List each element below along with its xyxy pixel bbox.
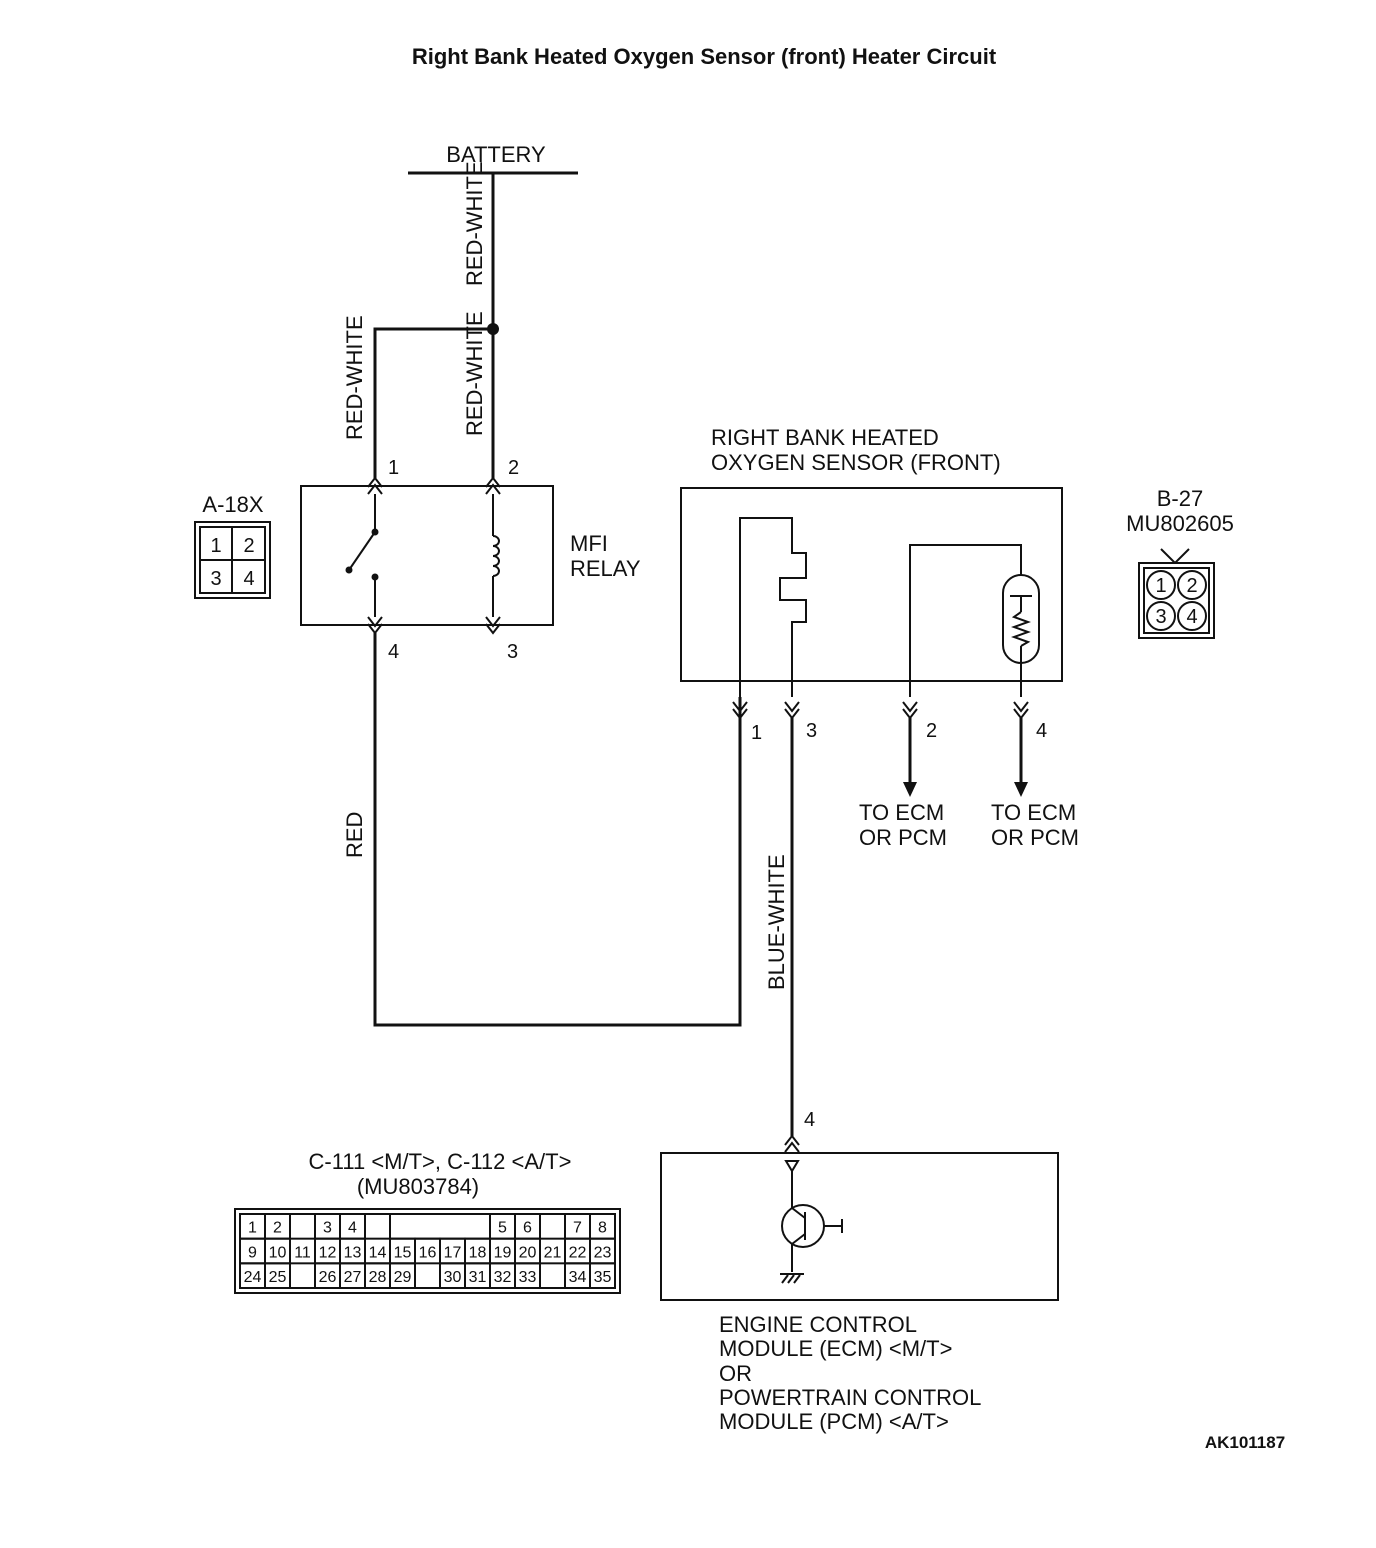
a18x-cell-3: 3	[210, 568, 221, 590]
c111-cell-label: 18	[469, 1244, 487, 1261]
ecm-name-line4: POWERTRAIN CONTROL	[719, 1385, 981, 1410]
c111-cell-label: 24	[244, 1269, 262, 1286]
c111-cell-label: 23	[594, 1244, 612, 1261]
sensor-pin-2: 2	[926, 720, 937, 742]
c111-cell-label: 20	[519, 1244, 537, 1261]
wire-color-battery-feed: RED-WHITE	[462, 161, 487, 286]
c111-cell	[514, 1262, 541, 1290]
relay-switch-symbol	[345, 494, 379, 617]
c111-cell-label: 14	[369, 1244, 387, 1261]
mfi-relay-box	[300, 485, 554, 626]
c111-cell-label: 26	[319, 1269, 337, 1286]
arrow-to-ecm-4	[1014, 782, 1028, 797]
c111-cell-label: 30	[444, 1269, 462, 1286]
wire-color-relay-out: RED	[342, 812, 367, 858]
wire-color-relay-pin2: RED-WHITE	[462, 311, 487, 436]
relay-pin-3: 3	[507, 641, 518, 663]
connector-a18x-face	[194, 521, 271, 599]
c111-cell-label: 22	[569, 1244, 587, 1261]
c111-cell-label: 9	[248, 1244, 257, 1261]
ecm-pin-4: 4	[804, 1109, 815, 1131]
battery-label: BATTERY	[446, 142, 546, 167]
relay-name-line1: MFI	[570, 531, 608, 556]
connector-c111-label: C-111 <M/T>, C-112 <A/T>	[309, 1149, 572, 1174]
sensor-title-line2: OXYGEN SENSOR (FRONT)	[711, 450, 1001, 475]
oxygen-sensor-box	[680, 487, 1063, 682]
c111-cell-label: 5	[498, 1220, 507, 1237]
c111-cell-label: 19	[494, 1244, 512, 1261]
c111-cell-label: 8	[598, 1220, 607, 1237]
c111-cell-label: 27	[344, 1269, 362, 1286]
c111-key-block	[389, 1213, 491, 1240]
c111-cell-label: 7	[573, 1220, 582, 1237]
to-ecm-4-line2: OR PCM	[991, 825, 1079, 850]
c111-cell-label: 15	[394, 1244, 412, 1261]
c111-cell-label: 25	[269, 1269, 287, 1286]
ecm-name-line3: OR	[719, 1361, 752, 1386]
c111-cell-label: 13	[344, 1244, 362, 1261]
b27-cell-2: 2	[1186, 575, 1197, 597]
c111-cell-label: 11	[294, 1244, 311, 1261]
sensor-pin-4: 4	[1036, 720, 1047, 742]
sensor-element-symbol	[909, 544, 1040, 697]
to-ecm-4-line1: TO ECM	[991, 800, 1076, 825]
connector-a18x-label: A-18X	[202, 492, 263, 517]
relay-pin-2: 2	[508, 457, 519, 479]
c111-cell-label: 10	[269, 1244, 287, 1261]
relay-pin-4: 4	[388, 641, 399, 663]
c111-cell-label: 34	[569, 1269, 587, 1286]
c111-cell-label: 16	[419, 1244, 437, 1261]
c111-cell-label: 32	[494, 1269, 512, 1286]
c111-cell-label: 21	[544, 1244, 562, 1261]
c111-cell-label: 17	[444, 1244, 462, 1261]
c111-cell-label: 3	[323, 1220, 332, 1237]
wire-color-ecm-line: BLUE-WHITE	[764, 854, 789, 990]
heater-element-symbol	[739, 517, 807, 697]
b27-cell-3: 3	[1155, 606, 1166, 628]
a18x-cell-4: 4	[243, 568, 254, 590]
ecm-name-line1: ENGINE CONTROL	[719, 1312, 917, 1337]
connector-c111-part: (MU803784)	[357, 1174, 479, 1199]
b27-cell-4: 4	[1186, 606, 1197, 628]
c111-cell-label: 35	[594, 1269, 612, 1286]
wire-relay-out	[373, 633, 742, 1027]
to-ecm-2-line2: OR PCM	[859, 825, 947, 850]
sensor-pin-1: 1	[751, 722, 762, 744]
sensor-title-line1: RIGHT BANK HEATED	[711, 425, 939, 450]
wire-color-relay-pin1: RED-WHITE	[342, 315, 367, 440]
a18x-cell-1: 1	[210, 535, 221, 557]
to-ecm-2-line1: TO ECM	[859, 800, 944, 825]
c111-cell	[264, 1262, 291, 1290]
relay-name-line2: RELAY	[570, 556, 641, 581]
c111-cell-label: 33	[519, 1269, 537, 1286]
sensor-pin-3: 3	[806, 720, 817, 742]
c111-cell-label: 28	[369, 1269, 387, 1286]
relay-pin-1: 1	[388, 457, 399, 479]
c111-cell	[389, 1262, 416, 1290]
diagram-title: Right Bank Heated Oxygen Sensor (front) …	[412, 44, 997, 69]
relay-coil-symbol	[492, 494, 500, 617]
connector-b27-label: B-27	[1157, 486, 1203, 511]
c111-cell-label: 31	[469, 1269, 487, 1286]
c111-cell-label: 2	[273, 1220, 282, 1237]
arrow-to-ecm-2	[903, 782, 917, 797]
ecm-name-line2: MODULE (ECM) <M/T>	[719, 1336, 952, 1361]
connector-b27-face	[1138, 548, 1215, 639]
c111-cell-label: 6	[523, 1220, 532, 1237]
ecm-box	[660, 1152, 1059, 1301]
c111-cell	[589, 1262, 616, 1290]
c111-cell-label: 12	[319, 1244, 337, 1261]
connector-b27-part: MU802605	[1126, 511, 1234, 536]
a18x-cell-2: 2	[243, 535, 254, 557]
transistor-symbol	[780, 1160, 843, 1284]
figure-code: AK101187	[1205, 1433, 1285, 1452]
ecm-name-line5: MODULE (PCM) <A/T>	[719, 1409, 949, 1434]
b27-cell-1: 1	[1155, 575, 1166, 597]
c111-cell-label: 1	[248, 1220, 257, 1237]
c111-cell-label: 29	[394, 1269, 412, 1286]
c111-cell-label: 4	[348, 1220, 357, 1237]
wire-relay-pin1	[373, 327, 493, 478]
